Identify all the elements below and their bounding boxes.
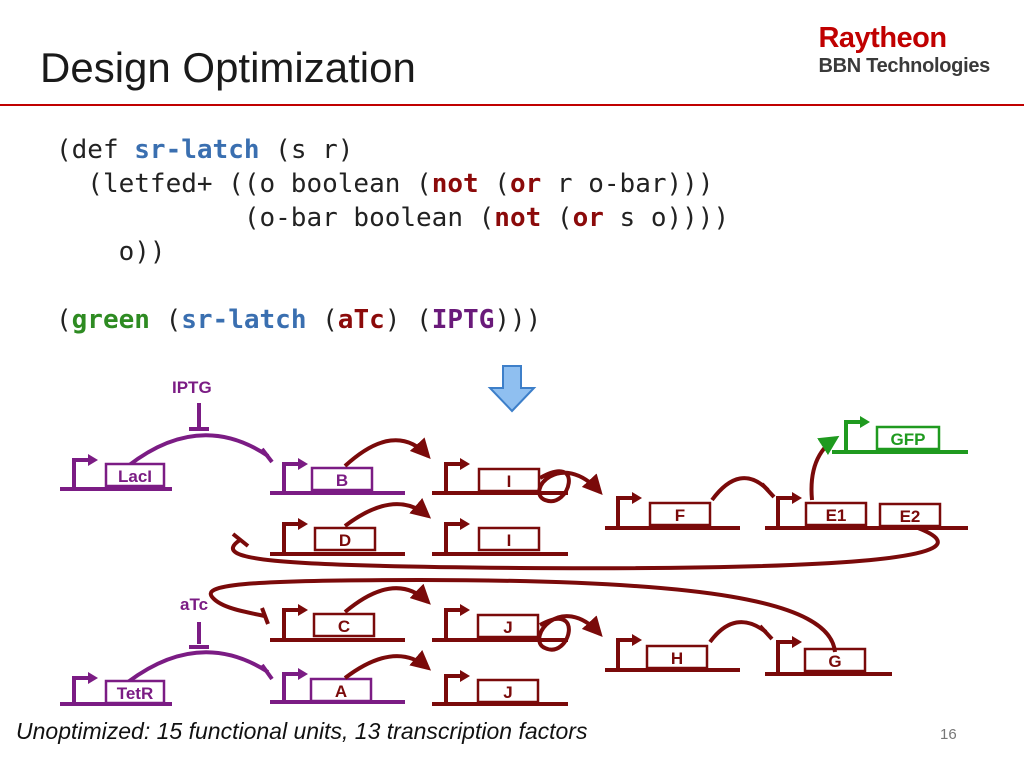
iptg-label: IPTG [172,378,212,397]
gene-label-f: F [675,506,685,525]
code-keyword-iptg: IPTG [431,305,495,335]
gene-unit-i-1: I [432,458,568,495]
gene-unit-f: F [605,492,740,530]
gene-label-j-1: J [503,618,512,637]
code-text: (o-bar boolean ( [56,203,495,233]
code-text: ( [541,203,573,233]
code-text: ( [56,305,72,335]
code-text: ( [478,169,510,199]
code-text: ))) [494,305,542,335]
code-keyword-or: or [509,169,542,199]
code-line-2: (letfed+ ((o boolean (not (or r o-bar))) [56,167,729,201]
code-line-1: (def sr-latch (s r) [56,133,729,167]
code-keyword-not: not [431,169,479,199]
e1-to-gfp-arrow [809,435,840,501]
compile-down-arrow [487,365,537,413]
code-text: (s r) [259,135,354,165]
code-text: o)) [56,237,166,267]
gene-label-e1: E1 [826,506,847,525]
iptg-repression-bar [189,403,209,431]
gene-label-d: D [339,531,351,550]
page-number: 16 [940,726,957,743]
regulation-arcs [208,437,940,680]
code-text: ( [306,305,338,335]
gene-label-tetr: TetR [117,684,154,703]
gene-unit-d: D [270,518,405,556]
atc-label: aTc [180,595,208,614]
gene-label-h: H [671,649,683,668]
code-line-3: (o-bar boolean (not (or s o)))) [56,201,729,235]
slide-caption: Unoptimized: 15 functional units, 13 tra… [16,718,588,744]
purple-arcs [126,433,274,684]
slide-title: Design Optimization [40,44,416,91]
gene-unit-j-1: J [432,604,568,642]
gene-label-b: B [336,471,348,490]
gene-unit-a: A [270,668,405,704]
gene-unit-c: C [270,604,405,642]
gene-unit-j-2: J [432,670,568,706]
gene-label-i-1: I [507,472,512,491]
gene-unit-gfp: GFP [832,416,968,454]
atc-repression-bar [189,622,209,649]
code-text: (def [56,135,135,165]
code-text: r o-bar))) [541,169,714,199]
code-keyword-green: green [71,305,150,335]
code-text: (letfed+ ((o boolean ( [56,169,432,199]
code-keyword-not: not [494,203,542,233]
gene-label-j-2: J [503,683,512,702]
gene-label-g: G [828,652,841,671]
code-keyword-or: or [572,203,604,233]
title-divider [0,104,1024,106]
code-line-4: o)) [56,235,729,269]
code-block: (def sr-latch (s r) (letfed+ ((o boolean… [56,133,729,337]
code-text: ( [149,305,182,335]
gene-label-c: C [338,617,350,636]
gene-label-gfp: GFP [891,430,926,449]
code-keyword-sr-latch: sr-latch [181,305,307,335]
code-keyword-atc: aTc [337,305,385,335]
gene-unit-i-2: I [432,518,568,556]
gene-label-a: A [335,682,347,701]
gene-unit-laci: LacI [60,454,172,491]
code-keyword-sr-latch: sr-latch [134,135,260,165]
gene-label-laci: LacI [118,467,152,486]
gene-unit-tetr: TetR [60,672,172,706]
gene-unit-e1-e2: E1 E2 [765,492,968,530]
gene-unit-g: G [765,636,892,676]
code-line-6: (green (sr-latch (aTc) (IPTG))) [56,303,729,337]
gene-label-e2: E2 [900,507,921,526]
gene-label-i-2: I [507,531,512,550]
code-text: ) ( [384,305,432,335]
raytheon-bbn-logo: Raytheon BBN Technologies [818,22,990,78]
gene-unit-b: B [270,458,405,495]
gene-unit-h: H [605,634,740,672]
code-text: s o)))) [603,203,730,233]
logo-raytheon: Raytheon [818,22,947,54]
logo-bbn-technologies: BBN Technologies [818,55,990,77]
